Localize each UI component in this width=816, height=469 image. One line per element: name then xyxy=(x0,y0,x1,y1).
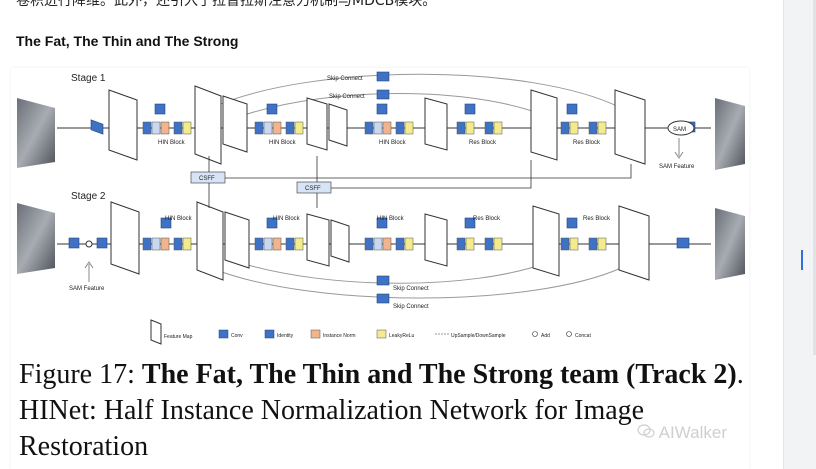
section-heading: The Fat, The Thin and The Strong xyxy=(16,33,239,49)
hin-block-label-2: HIN Block xyxy=(269,140,297,146)
panel-divider xyxy=(783,0,784,469)
hin-block-label-5: HIN Block xyxy=(273,216,301,222)
legend-concat: Concat xyxy=(575,333,591,339)
legend-add: Add xyxy=(541,333,550,339)
res-block-label-2: Res Block xyxy=(573,140,601,146)
legend-feature-map: Feature Map xyxy=(164,334,193,340)
figure-caption: Figure 17: The Fat, The Thin and The Str… xyxy=(19,357,749,465)
input-image-stage1 xyxy=(17,98,55,168)
skip-connect-label-3: Skip Connect xyxy=(393,286,429,292)
skip-connect-label-1: Skip Connect xyxy=(327,76,363,82)
res-block-label-3: Res Block xyxy=(473,216,501,222)
csff-label-2: CSFF xyxy=(305,186,321,192)
caption-prefix: Figure 17: xyxy=(19,359,142,390)
hin-block-label-3: HIN Block xyxy=(379,140,407,146)
paragraph-text: 卷积进行降维。此外，还引入了拉普拉斯注意力机制与MDCB模块。 xyxy=(16,0,437,9)
scrollbar[interactable] xyxy=(813,0,816,355)
skip-connect-label-2: Skip Connect xyxy=(329,94,365,100)
res-block-label-1: Res Block xyxy=(469,140,497,146)
caption-rest: . HINet: Half Instance Normalization Net… xyxy=(19,359,744,462)
hinet-figure: Stage 1 Stage 2 xyxy=(11,68,749,469)
hinet-architecture-diagram: Stage 1 Stage 2 xyxy=(17,71,745,345)
text-cursor-indicator xyxy=(801,250,803,270)
article-content: 卷积进行降维。此外，还引入了拉普拉斯注意力机制与MDCB模块。 The Fat,… xyxy=(11,0,749,469)
hin-block-label-1: HIN Block xyxy=(158,140,186,146)
legend: Feature Map Conv Identity Instance Norm … xyxy=(150,319,591,345)
stage1-label: Stage 1 xyxy=(71,73,106,84)
hin-block-label-4: HIN Block xyxy=(165,216,193,222)
sam-label: SAM xyxy=(673,127,686,133)
stage2-label: Stage 2 xyxy=(71,191,106,202)
output-image-stage2 xyxy=(715,208,745,280)
right-panel xyxy=(783,0,816,469)
wechat-icon xyxy=(637,423,655,443)
csff-label-1: CSFF xyxy=(199,176,215,182)
sam-feature-label-1: SAM Feature xyxy=(659,164,695,170)
legend-identity: Identity xyxy=(277,333,294,339)
watermark: AIWalker xyxy=(637,423,727,443)
legend-leaky-relu: LeakyReLu xyxy=(389,333,415,339)
hin-block-label-6: HIN Block xyxy=(377,216,405,222)
output-image-stage1 xyxy=(715,98,745,170)
watermark-text: AIWalker xyxy=(658,423,727,442)
legend-up-down: UpSample/DownSample xyxy=(451,333,506,339)
legend-conv: Conv xyxy=(231,333,243,339)
skip-connect-label-4: Skip Connect xyxy=(393,304,429,310)
legend-instance-norm: Instance Norm xyxy=(323,333,356,339)
input-image-stage2 xyxy=(17,203,55,274)
sam-feature-label-2: SAM Feature xyxy=(69,286,105,292)
caption-bold: The Fat, The Thin and The Strong team (T… xyxy=(141,359,737,390)
res-block-label-4: Res Block xyxy=(583,216,611,222)
